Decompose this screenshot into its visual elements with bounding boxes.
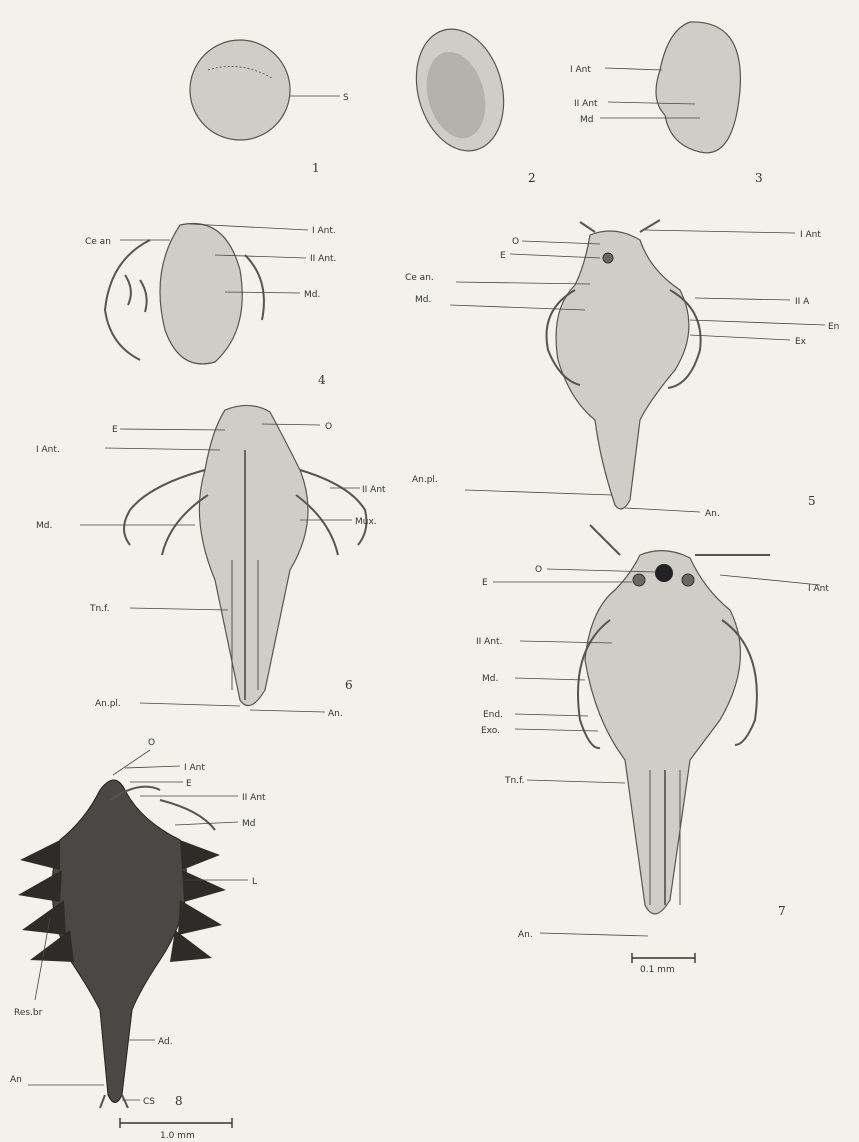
label-respiratory-branchia: Res.br bbox=[14, 1008, 43, 1018]
label-cephalic-region: Ce an bbox=[85, 237, 111, 247]
label-maxilla: Mux. bbox=[355, 517, 377, 527]
label-first-antenna: I Ant bbox=[184, 763, 205, 773]
label-second-antenna: II Ant bbox=[574, 99, 598, 109]
figure-5: O E Ce an. Md. I Ant II A En Ex An.pl. A… bbox=[405, 220, 839, 519]
figure-4: Ce an I Ant. II Ant. Md. 4 bbox=[85, 223, 336, 387]
label-limbs: L bbox=[252, 877, 257, 887]
label-second-antenna: II Ant. bbox=[310, 254, 336, 264]
label-first-antenna: I Ant bbox=[570, 65, 591, 75]
label-eye: E bbox=[500, 251, 506, 261]
figure-number-3: 3 bbox=[755, 171, 763, 185]
label-second-antenna: II Ant bbox=[362, 485, 386, 495]
ocellus-spot bbox=[655, 564, 673, 582]
figure-8: O I Ant E II Ant Md L Res.br Ad. An CS 8… bbox=[10, 738, 266, 1141]
label-second-antenna: II Ant bbox=[242, 793, 266, 803]
label-second-antenna: II A bbox=[795, 297, 810, 307]
label-ocellus: O bbox=[148, 738, 155, 748]
eye-spot bbox=[682, 574, 694, 586]
label-anus: An. bbox=[328, 709, 343, 719]
label-abdomen: Ad. bbox=[158, 1037, 173, 1047]
figure-2: 2 bbox=[403, 19, 535, 185]
scale-bar-fig7-label: 0.1 mm bbox=[640, 965, 675, 975]
label-mandible: Md bbox=[242, 819, 255, 829]
label-ocellus: O bbox=[535, 565, 542, 575]
label-shell: S bbox=[343, 93, 349, 103]
label-anal-plate: An.pl. bbox=[412, 475, 438, 485]
label-caudal-setae: CS bbox=[143, 1097, 155, 1107]
figure-number-1: 1 bbox=[312, 161, 320, 175]
egg-illustration bbox=[190, 40, 290, 140]
embryo-illustration bbox=[656, 22, 740, 153]
figure-7: O E I Ant II Ant. Md. End. Exo. Tn.f. An… bbox=[476, 525, 829, 975]
figure-number-4: 4 bbox=[318, 373, 326, 387]
label-second-antenna: II Ant. bbox=[476, 637, 502, 647]
label-mandible: Md. bbox=[36, 521, 52, 531]
figure-number-6: 6 bbox=[345, 678, 353, 692]
label-eye: E bbox=[112, 425, 118, 435]
label-mandible: Md bbox=[580, 115, 593, 125]
label-eye: E bbox=[482, 578, 488, 588]
figure-6: E I Ant. O II Ant Md. Mux. Tn.f. An.pl. … bbox=[36, 405, 386, 719]
label-endopodite: En bbox=[828, 322, 839, 332]
label-first-antenna: I Ant. bbox=[36, 445, 60, 455]
label-eye: E bbox=[186, 779, 192, 789]
label-mandible: Md. bbox=[415, 295, 431, 305]
larva-illustration bbox=[199, 405, 308, 705]
figure-number-8: 8 bbox=[175, 1094, 183, 1108]
label-exopodite: Exo. bbox=[481, 726, 500, 736]
adult-illustration bbox=[52, 780, 187, 1103]
label-anal-plate: An.pl. bbox=[95, 699, 121, 709]
label-anus: An. bbox=[705, 509, 720, 519]
label-first-antenna: I Ant bbox=[808, 584, 829, 594]
label-exopodite: Ex bbox=[795, 337, 807, 347]
label-ocellus: O bbox=[325, 422, 332, 432]
eye-spot bbox=[633, 574, 645, 586]
nauplius-illustration bbox=[160, 223, 242, 363]
figure-number-5: 5 bbox=[808, 494, 816, 508]
figure-3: I Ant II Ant Md 3 bbox=[570, 22, 763, 185]
label-anus: An bbox=[10, 1075, 22, 1085]
label-first-antenna: I Ant. bbox=[312, 226, 336, 236]
label-anus: An. bbox=[518, 930, 533, 940]
label-trunk: Tn.f. bbox=[504, 776, 524, 786]
figure-1: S 1 bbox=[190, 40, 349, 175]
label-ocellus: O bbox=[512, 237, 519, 247]
metanauplius-illustration bbox=[556, 231, 689, 509]
larva-illustration bbox=[585, 551, 740, 914]
label-mandible: Md. bbox=[482, 674, 498, 684]
scale-bar-fig7: 0.1 mm bbox=[632, 953, 695, 975]
label-cephalic-region: Ce an. bbox=[405, 273, 434, 283]
label-trunk: Tn.f. bbox=[89, 604, 109, 614]
scale-bar-fig8-label: 1.0 mm bbox=[160, 1131, 195, 1141]
label-mandible: Md. bbox=[304, 290, 320, 300]
figure-number-2: 2 bbox=[528, 171, 536, 185]
label-first-antenna: I Ant bbox=[800, 230, 821, 240]
label-endopodite: End. bbox=[483, 710, 503, 720]
figure-number-7: 7 bbox=[778, 904, 786, 918]
scale-bar-fig8: 1.0 mm bbox=[120, 1118, 232, 1141]
